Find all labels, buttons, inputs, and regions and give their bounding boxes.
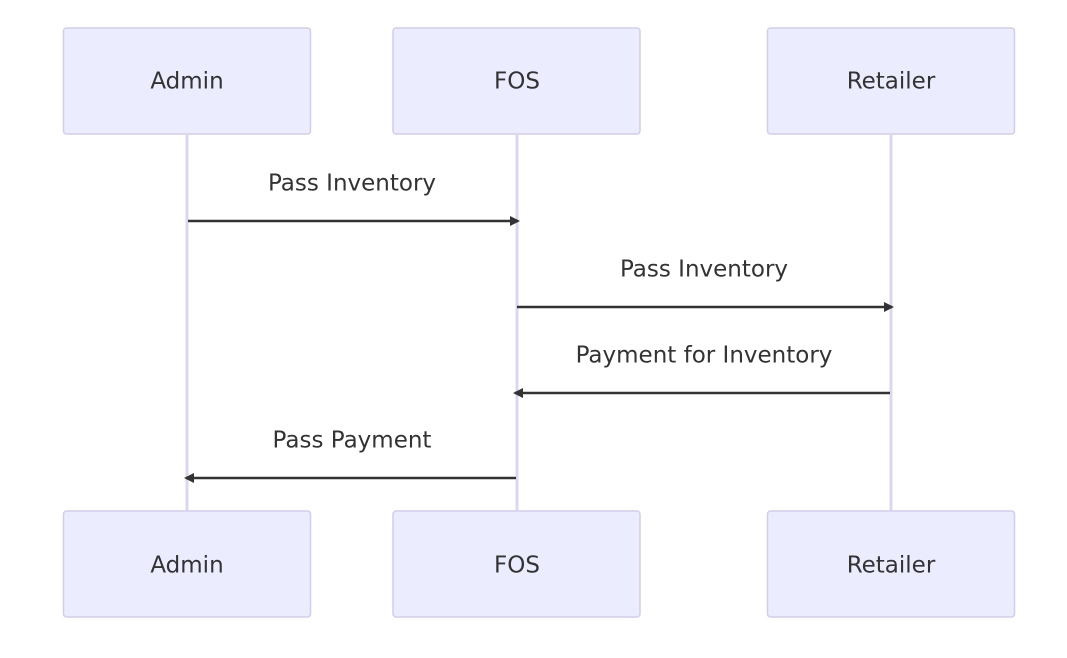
- participant-admin-top: Admin: [62, 27, 312, 135]
- participant-label: Retailer: [847, 69, 936, 95]
- participant-fos-bottom: FOS: [392, 510, 641, 618]
- message-retailer-to-fos: Payment for Inventory: [513, 343, 890, 398]
- participant-retailer-top: Retailer: [766, 27, 1016, 135]
- message-fos-to-admin: Pass Payment: [184, 428, 516, 483]
- participant-fos-top: FOS: [392, 27, 641, 135]
- participant-admin-bottom: Admin: [62, 510, 312, 618]
- participant-label: FOS: [494, 553, 540, 579]
- participant-label: Admin: [150, 69, 223, 95]
- participant-label: Retailer: [847, 553, 936, 579]
- message-fos-to-retailer: Pass Inventory: [517, 257, 894, 312]
- message-label: Pass Inventory: [268, 171, 436, 197]
- message-label: Pass Inventory: [620, 257, 788, 283]
- message-label: Pass Payment: [273, 428, 432, 454]
- message-admin-to-fos: Pass Inventory: [188, 171, 520, 226]
- participant-label: Admin: [150, 553, 223, 579]
- message-label: Payment for Inventory: [576, 343, 833, 369]
- participant-retailer-bottom: Retailer: [766, 510, 1016, 618]
- participant-label: FOS: [494, 69, 540, 95]
